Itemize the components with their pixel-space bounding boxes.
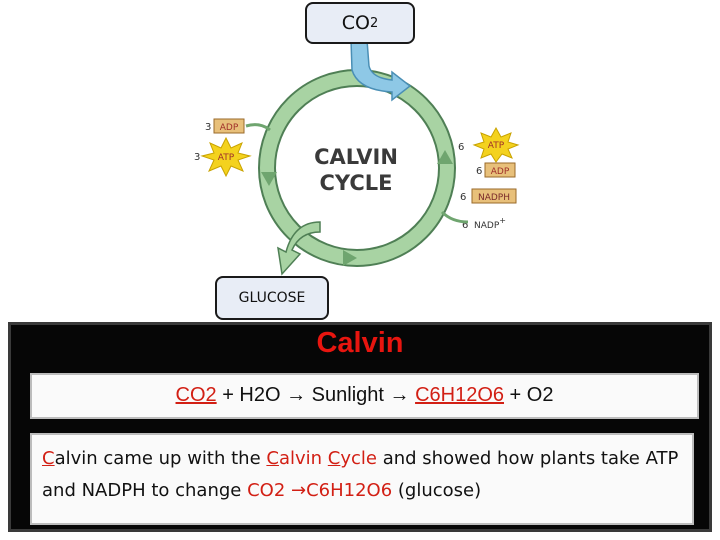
- equation-glucose: C6H12O6: [415, 384, 504, 406]
- desc-segment-2: and showed how plants take ATP and NADPH…: [42, 448, 679, 501]
- left-adp-arrow: [245, 123, 271, 132]
- desc-segment-3: (glucose): [392, 480, 482, 501]
- right-atp-count: 6: [458, 142, 464, 153]
- right-nadph-label: NADPH: [478, 193, 510, 203]
- desc-calvin-initial: C: [42, 448, 55, 469]
- left-adp-count: 3: [205, 122, 211, 133]
- desc-cycle-name-initial: C: [266, 448, 279, 469]
- cycle-title-line2: CYCLE: [319, 171, 392, 195]
- glucose-output-arrow: [277, 221, 321, 276]
- right-adp-count: 6: [476, 166, 482, 177]
- calvin-info-panel: Calvin CO2 + H2O → Sunlight → C6H12O6 + …: [8, 322, 712, 532]
- right-nadph-count: 6: [460, 192, 466, 203]
- left-atp-burst: [200, 136, 252, 178]
- right-atp-burst: [472, 126, 520, 163]
- equation-card: CO2 + H2O → Sunlight → C6H12O6 + O2: [30, 373, 699, 419]
- cycle-arrowhead-left: [261, 172, 277, 186]
- equation-o2: + O2: [504, 384, 554, 406]
- glucose-label: GLUCOSE: [238, 290, 306, 306]
- desc-cycle-word-rest: ycle: [340, 448, 377, 469]
- cycle-title-line1: CALVIN: [314, 145, 398, 169]
- right-inputs: 6 ATP 6 ADP 6 NADPH 6 NADP+: [440, 126, 520, 231]
- co2-label: CO: [341, 12, 370, 34]
- left-atp-count: 3: [194, 152, 200, 163]
- equation-co2: CO2: [175, 384, 217, 406]
- glucose-output-box: GLUCOSE: [215, 276, 329, 320]
- left-inputs: 3 ADP 3 ATP: [194, 118, 271, 178]
- panel-title: Calvin: [316, 327, 404, 359]
- right-nadp-arrow: [440, 210, 469, 224]
- cycle-arrowhead-bottom: [343, 250, 357, 266]
- desc-segment-1: alvin came up with the: [54, 448, 267, 469]
- equation: CO2 + H2O → Sunlight → C6H12O6 + O2: [32, 384, 697, 407]
- right-nadp-label: NADP+: [474, 216, 506, 231]
- co2-subscript: 2: [369, 15, 379, 31]
- right-adp-box: [484, 162, 516, 178]
- desc-formula: CO2 →C6H12O6: [247, 480, 393, 501]
- right-adp-label: ADP: [491, 167, 510, 177]
- right-nadp-count: 6: [462, 220, 468, 231]
- left-adp-box: [213, 118, 245, 134]
- right-nadph-box: [471, 188, 517, 204]
- cycle-arrowhead-right: [437, 150, 453, 164]
- description-card: Calvin came up with the Calvin Cycle and…: [30, 433, 694, 525]
- left-atp-label: ATP: [218, 153, 235, 163]
- right-atp-label: ATP: [488, 141, 505, 151]
- left-adp-label: ADP: [220, 123, 239, 133]
- description-text: Calvin came up with the Calvin Cycle and…: [42, 443, 687, 507]
- co2-input-arrow: [350, 39, 412, 102]
- desc-cycle-word-initial: C: [327, 448, 341, 469]
- equation-middle: + H2O → Sunlight →: [216, 384, 416, 406]
- desc-cycle-name-rest: alvin: [278, 448, 323, 469]
